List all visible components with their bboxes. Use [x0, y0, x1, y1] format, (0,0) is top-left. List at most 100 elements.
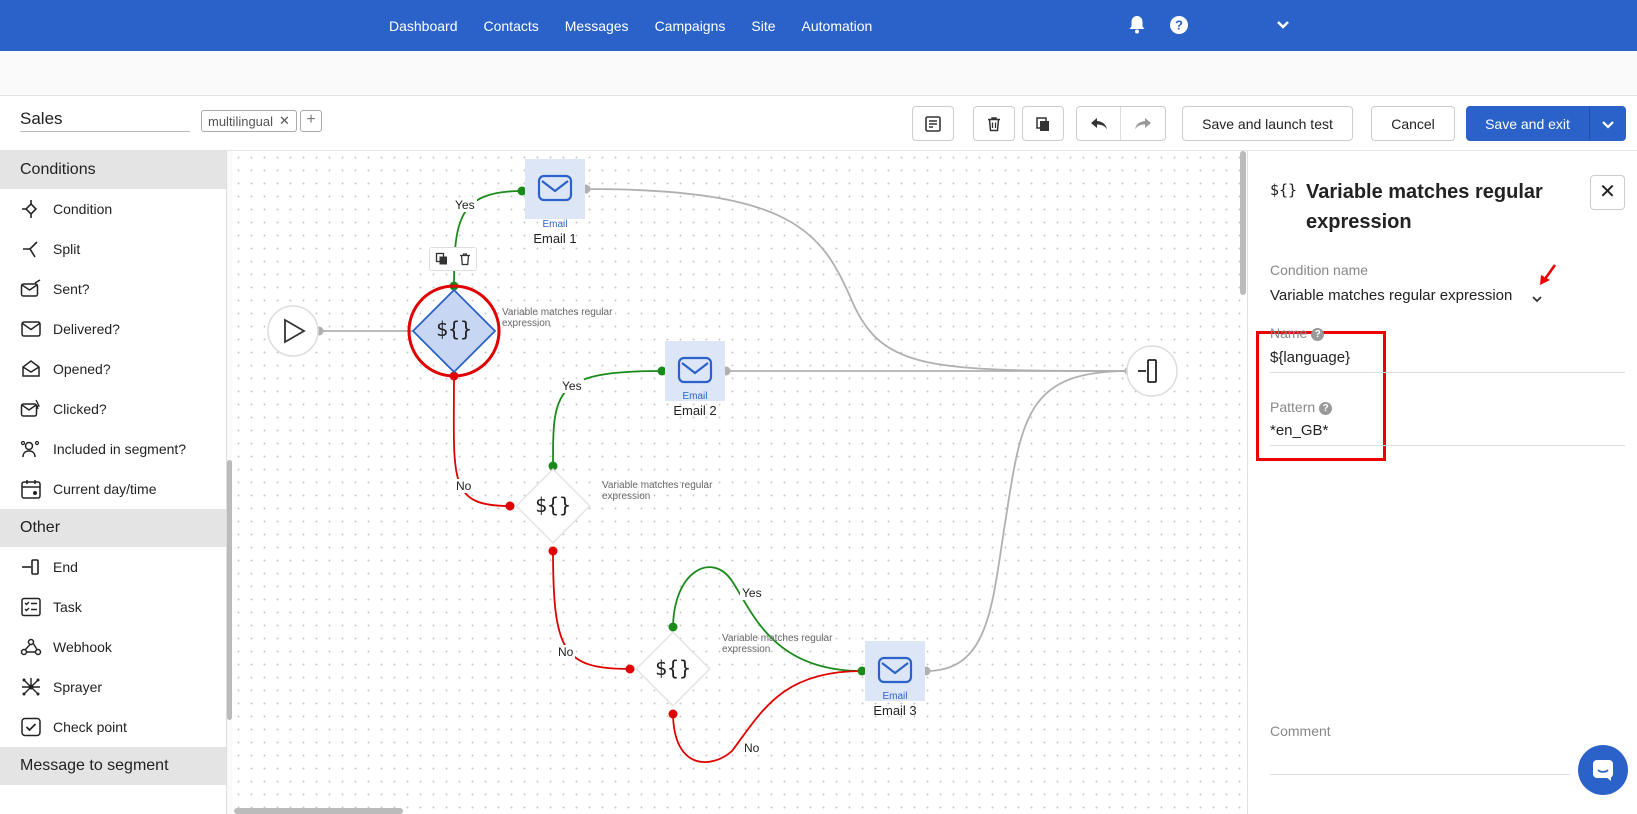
chat-icon: [1593, 760, 1613, 781]
palette-label: End: [53, 559, 78, 575]
bell-icon[interactable]: [1128, 14, 1146, 41]
sent-icon: [20, 278, 42, 300]
trash-icon[interactable]: [458, 252, 472, 266]
palette-label: Check point: [53, 719, 127, 735]
condition-node-1: [411, 288, 497, 374]
flow-name-input[interactable]: Sales: [20, 109, 190, 132]
palette-label: Current day/time: [53, 481, 157, 497]
palette-split[interactable]: Split: [0, 229, 226, 269]
delete-button[interactable]: [973, 106, 1015, 141]
condition-node-3: [635, 631, 711, 707]
palette-label: Included in segment?: [53, 441, 187, 457]
section-message-to-segment[interactable]: Message to segment: [0, 747, 226, 785]
palette-sprayer[interactable]: Sprayer: [0, 667, 226, 707]
canvas-vertical-scrollbar[interactable]: [1240, 151, 1246, 295]
condition-2-symbol: ${}: [534, 493, 572, 517]
email-2-name: Email 2: [673, 403, 717, 418]
chat-support-button[interactable]: [1578, 745, 1628, 795]
undo-redo-group: [1076, 106, 1166, 141]
palette-end[interactable]: End: [0, 547, 226, 587]
node-actions: [429, 247, 477, 271]
nav-contacts[interactable]: Contacts: [483, 17, 539, 34]
palette-delivered[interactable]: Delivered?: [0, 309, 226, 349]
palette-included-in-segment[interactable]: Included in segment?: [0, 429, 226, 469]
condition-node-2: [515, 468, 591, 544]
segment-icon: [20, 438, 42, 460]
email-3-type: Email: [882, 691, 908, 702]
section-conditions[interactable]: Conditions: [0, 151, 226, 189]
copy-button[interactable]: [1022, 106, 1064, 141]
palette-opened[interactable]: Opened?: [0, 349, 226, 389]
palette-label: Condition: [53, 201, 113, 217]
edge-label-yes: Yes: [560, 379, 584, 393]
palette-current-day-time[interactable]: Current day/time: [0, 469, 226, 509]
save-options-dropdown[interactable]: [1589, 106, 1626, 141]
save-and-exit-button[interactable]: Save and exit: [1466, 106, 1589, 141]
chevron-down-icon[interactable]: [1276, 14, 1290, 41]
port-email3-in: [857, 666, 867, 676]
nav-dashboard[interactable]: Dashboard: [389, 17, 458, 34]
condition-3-symbol: ${}: [654, 656, 692, 680]
redo-icon[interactable]: [1121, 107, 1165, 140]
section-other[interactable]: Other: [0, 509, 226, 547]
help-icon[interactable]: ?: [1169, 14, 1189, 41]
palette-task[interactable]: Task: [0, 587, 226, 627]
trash-icon: [988, 116, 1000, 131]
palette-label: Sent?: [53, 281, 90, 297]
port-email1-in: [517, 186, 527, 196]
nav-automation[interactable]: Automation: [801, 17, 873, 34]
port-cond2-in: [505, 501, 515, 511]
selection-highlight-circle: [407, 284, 501, 378]
chevron-down-icon[interactable]: [1531, 291, 1543, 309]
palette-webhook[interactable]: Webhook: [0, 627, 226, 667]
save-and-launch-test-button[interactable]: Save and launch test: [1182, 106, 1353, 141]
play-icon: [284, 318, 306, 344]
name-input[interactable]: ${language}: [1270, 349, 1351, 366]
palette-label: Webhook: [53, 639, 112, 655]
copy-icon[interactable]: [435, 252, 449, 266]
help-icon[interactable]: ?: [1311, 328, 1325, 341]
nav-campaigns[interactable]: Campaigns: [654, 17, 726, 34]
palette-label: Split: [53, 241, 81, 257]
pattern-label: Pattern?: [1270, 399, 1333, 415]
opened-icon: [20, 358, 42, 380]
palette-label: Delivered?: [53, 321, 120, 337]
checkpoint-icon: [20, 716, 42, 738]
comment-input[interactable]: [1270, 774, 1570, 775]
help-icon[interactable]: ?: [1319, 402, 1333, 415]
pattern-input[interactable]: *en_GB*: [1270, 422, 1329, 439]
port-cond3-in: [625, 664, 635, 674]
port-cond2-no: [548, 546, 558, 556]
end-icon-bar: [1147, 359, 1157, 383]
top-navigation-bar: Dashboard Contacts Messages Campaigns Si…: [0, 0, 1637, 51]
comment-label: Comment: [1270, 723, 1331, 739]
palette-sent[interactable]: Sent?: [0, 269, 226, 309]
close-button[interactable]: ✕: [1590, 175, 1625, 210]
palette-check-point[interactable]: Check point: [0, 707, 226, 747]
palette-clicked[interactable]: Clicked?: [0, 389, 226, 429]
panel-title: Variable matches regular expression: [1306, 181, 1543, 233]
port-cond2-yes: [548, 461, 558, 471]
end-node: [1126, 345, 1178, 397]
palette-condition[interactable]: Condition: [0, 189, 226, 229]
nav-messages[interactable]: Messages: [564, 17, 629, 34]
sidebar-scrollbar[interactable]: [227, 460, 232, 720]
clicked-icon: [20, 398, 42, 420]
webhook-icon: [20, 636, 42, 658]
canvas-horizontal-scrollbar[interactable]: [234, 808, 403, 814]
regex-variable-icon: ${}: [1270, 181, 1298, 199]
pattern-input-underline: [1270, 445, 1625, 446]
tag-remove-icon[interactable]: ✕: [279, 113, 290, 128]
nav-site[interactable]: Site: [751, 17, 776, 34]
edge-label-yes: Yes: [453, 198, 477, 212]
sub-header: [0, 51, 1637, 96]
notes-button[interactable]: [912, 106, 954, 141]
cancel-button[interactable]: Cancel: [1371, 106, 1455, 141]
add-tag-button[interactable]: +: [300, 110, 322, 132]
condition-name-select[interactable]: Variable matches regular expression: [1270, 287, 1513, 304]
sprayer-icon: [20, 676, 42, 698]
undo-icon[interactable]: [1077, 107, 1121, 140]
